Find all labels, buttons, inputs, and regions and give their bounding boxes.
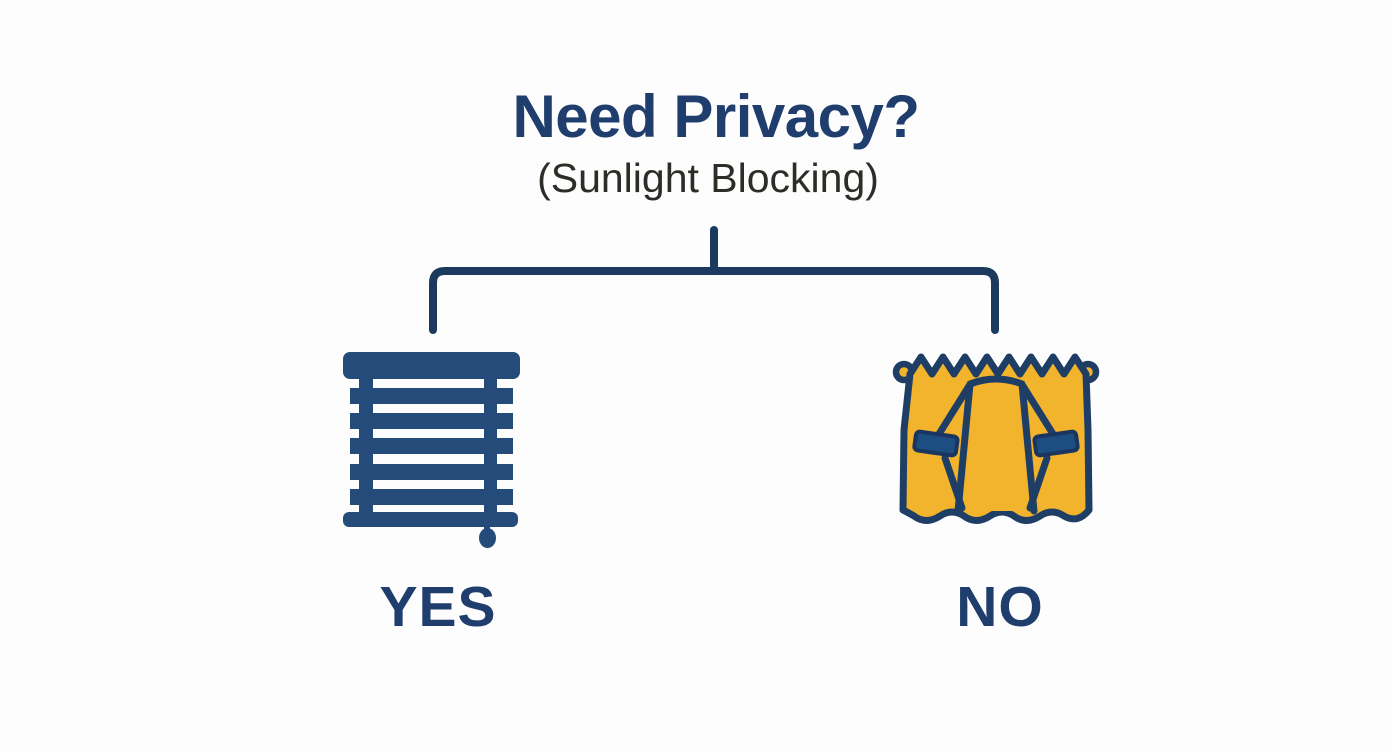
- blinds-slat: [350, 388, 513, 404]
- blinds-slat: [350, 464, 513, 480]
- curtain-center-panel: [954, 375, 1038, 515]
- curtain-right-tieback: [1032, 429, 1080, 458]
- curtain-left-drape-upper: [935, 382, 973, 438]
- window-blinds-icon: [343, 352, 520, 548]
- blinds-slat: [350, 438, 513, 454]
- page-subtitle: (Sunlight Blocking): [537, 155, 879, 201]
- page-title: Need Privacy?: [512, 83, 920, 150]
- connector-bracket: [429, 267, 999, 334]
- curtain-left-tieback: [912, 429, 960, 458]
- branch-label-no: NO: [956, 575, 1044, 639]
- blinds-headrail: [343, 352, 520, 379]
- curtain-left-drape-lower: [941, 454, 966, 512]
- curtain-right-drape-lower: [1026, 454, 1051, 512]
- curtains-icon: [892, 353, 1100, 524]
- blinds-cord-knob: [479, 528, 496, 548]
- blinds-bottomrail: [343, 512, 518, 527]
- branch-label-yes: YES: [379, 575, 497, 639]
- curtain-right-drape-upper: [1019, 382, 1057, 438]
- blinds-slat: [350, 489, 513, 505]
- blinds-slat: [350, 413, 513, 429]
